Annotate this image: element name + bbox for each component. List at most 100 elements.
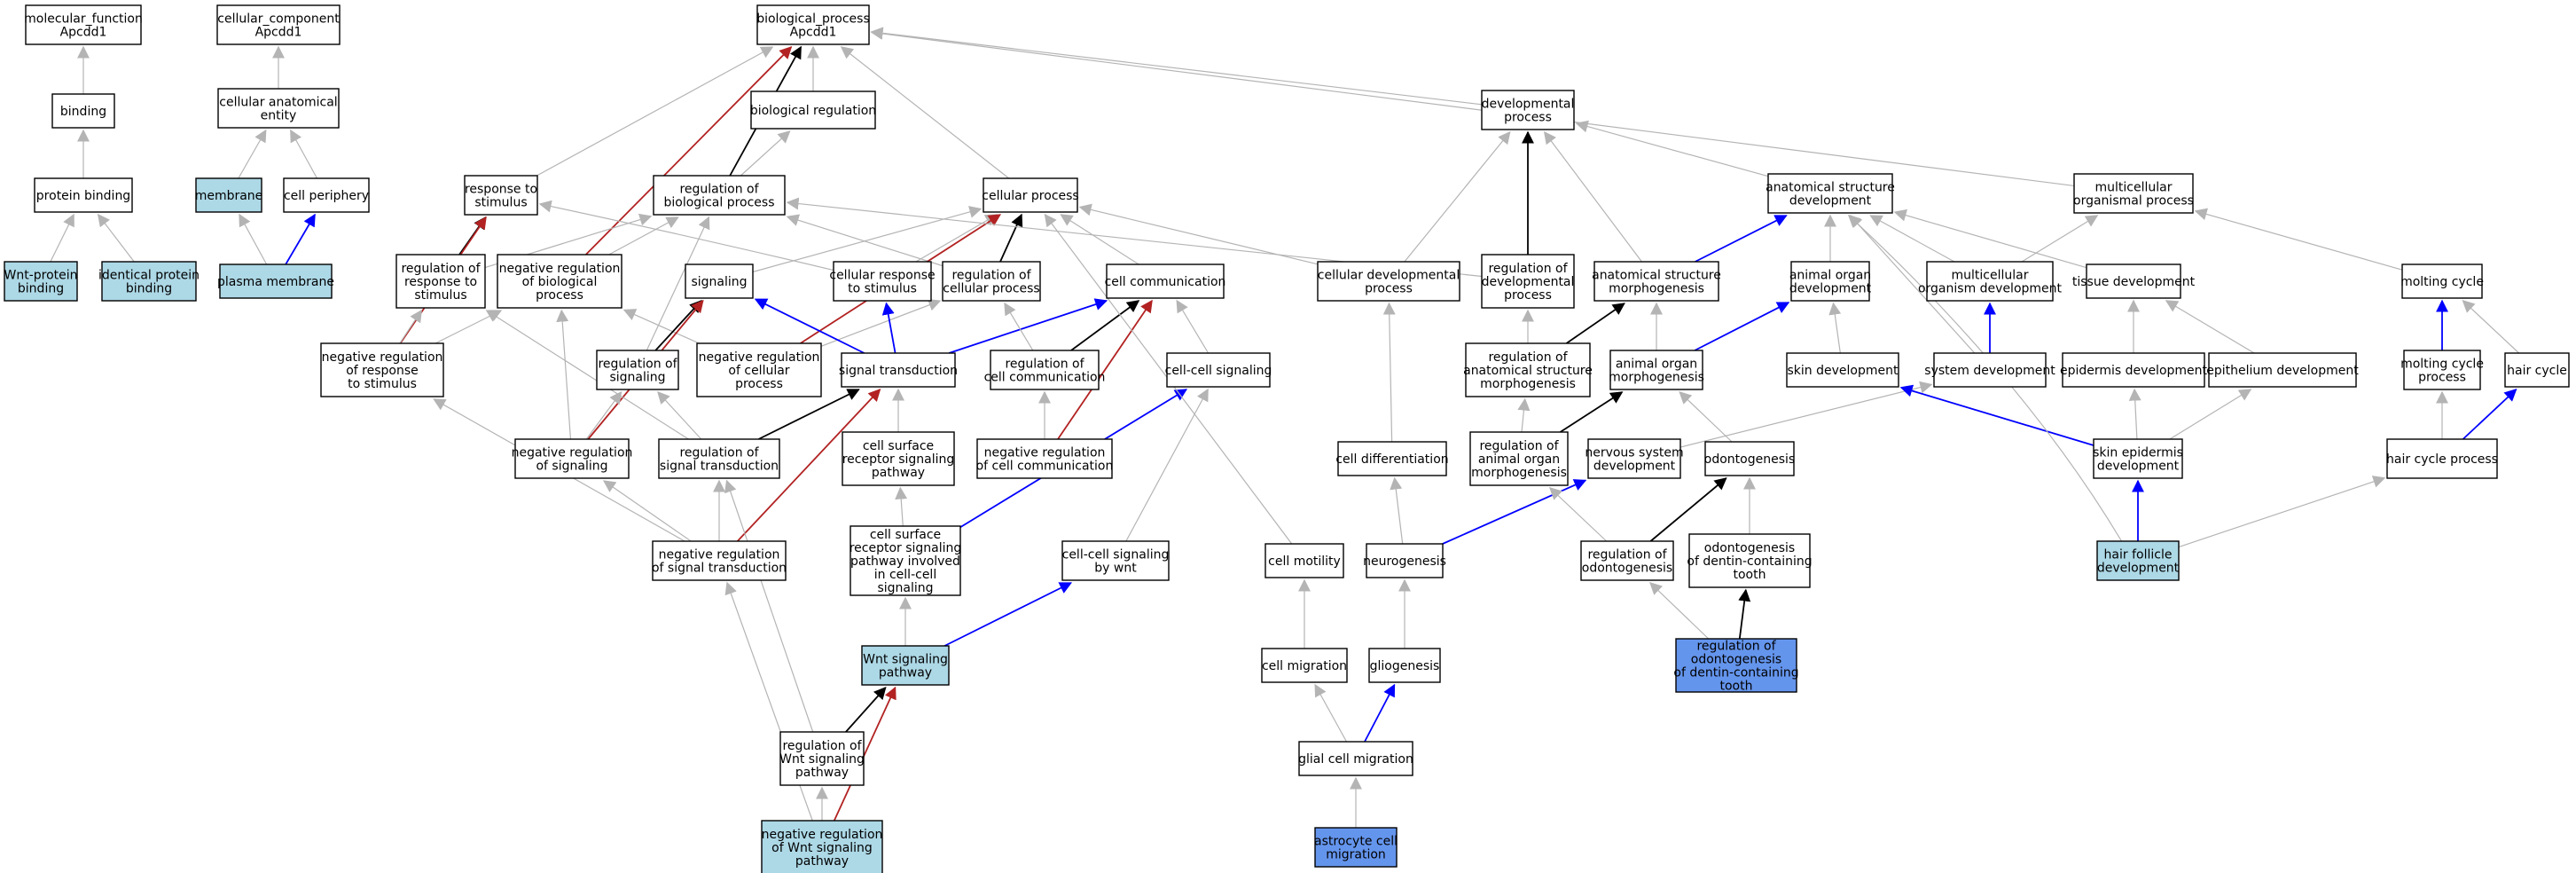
go-term-node-haircycle[interactable]: hair cycle <box>2504 352 2570 388</box>
node-label-line: cell differentiation <box>1335 452 1448 467</box>
node-label-line: stimulus <box>474 196 527 210</box>
go-term-node-sigtrans[interactable]: signal transduction <box>839 352 958 388</box>
go-term-node-pb[interactable]: protein binding <box>34 177 133 213</box>
node-label-line: multicellular <box>2095 181 2173 195</box>
go-term-node-hcp[interactable]: hair cycle process <box>2386 438 2498 479</box>
node-label-line: development <box>1789 194 1872 208</box>
node-box <box>1704 441 1795 476</box>
node-label-line: development <box>1593 460 1676 474</box>
go-term-node-cellproc[interactable]: cellular process <box>982 177 1079 213</box>
node-label-line: odontogenesis <box>1704 541 1795 555</box>
go-term-node-pm[interactable]: plasma membrane <box>217 263 334 299</box>
go-term-node-sysdev[interactable]: system development <box>1924 352 2055 388</box>
node-label-line: developmental <box>1482 98 1575 112</box>
go-term-node-tissue[interactable]: tissue development <box>2072 263 2196 299</box>
edge-is_a-skindev-to-aod <box>1828 302 1842 354</box>
go-term-node-epithdev[interactable]: epithelium development <box>2206 352 2359 388</box>
go-term-node-glialmig[interactable]: glial cell migration <box>1298 741 1413 776</box>
go-term-node-neuro[interactable]: neurogenesis <box>1363 543 1446 578</box>
go-term-node-epidev[interactable]: epidermis development <box>2060 352 2208 388</box>
node-label-line: organismal process <box>2073 194 2194 208</box>
node-label-line: of cell communication <box>976 460 1114 474</box>
node-box <box>1166 352 1271 388</box>
go-term-node-celldiff[interactable]: cell differentiation <box>1335 441 1449 476</box>
node-box <box>1481 90 1575 130</box>
edge-part_of-regasm-to-asm <box>1565 303 1625 344</box>
node-label-line: biological process <box>664 196 775 210</box>
go-term-node-glio[interactable]: gliogenesis <box>1368 648 1441 683</box>
node-box <box>990 350 1100 390</box>
node-label-line: molecular_function <box>24 12 143 27</box>
go-term-node-migration[interactable]: cell migration <box>1261 648 1348 683</box>
node-label-line: cell periphery <box>284 189 369 203</box>
go-term-node-signaling[interactable]: signaling <box>685 263 754 299</box>
go-term-node-molting[interactable]: molting cycle <box>2400 263 2484 299</box>
go-term-node-motility[interactable]: cell motility <box>1265 543 1344 578</box>
go-term-node-membrane[interactable]: membrane <box>195 177 263 213</box>
go-term-node-cellper[interactable]: cell periphery <box>283 177 370 213</box>
node-label-line: cell surface <box>863 439 934 453</box>
node-box <box>219 263 333 299</box>
node-label-line: development <box>2097 562 2180 576</box>
go-term-node-binding[interactable]: binding <box>51 93 115 129</box>
node-label-line: regulation of <box>598 358 677 372</box>
go-term-node-cellcomm[interactable]: cell communication <box>1105 263 1226 299</box>
go-term-node-ccsig[interactable]: cell-cell signaling <box>1165 352 1272 388</box>
edge-is_a-devproc-to-bp <box>870 27 1483 106</box>
node-label-line: of biological <box>522 275 598 289</box>
node-label-line: cellular response <box>829 269 935 283</box>
node-label-line: negative regulation <box>322 350 443 365</box>
go-term-node-odonto[interactable]: odontogenesis <box>1704 441 1795 476</box>
edge-is_a-regaom-to-regasm <box>1517 397 1531 433</box>
node-box <box>195 177 262 213</box>
node-label-line: regulation of <box>1587 548 1667 562</box>
go-term-node-skindev[interactable]: skin development <box>1786 352 1899 388</box>
go-term-node-bioreg[interactable]: biological regulation <box>750 90 876 130</box>
